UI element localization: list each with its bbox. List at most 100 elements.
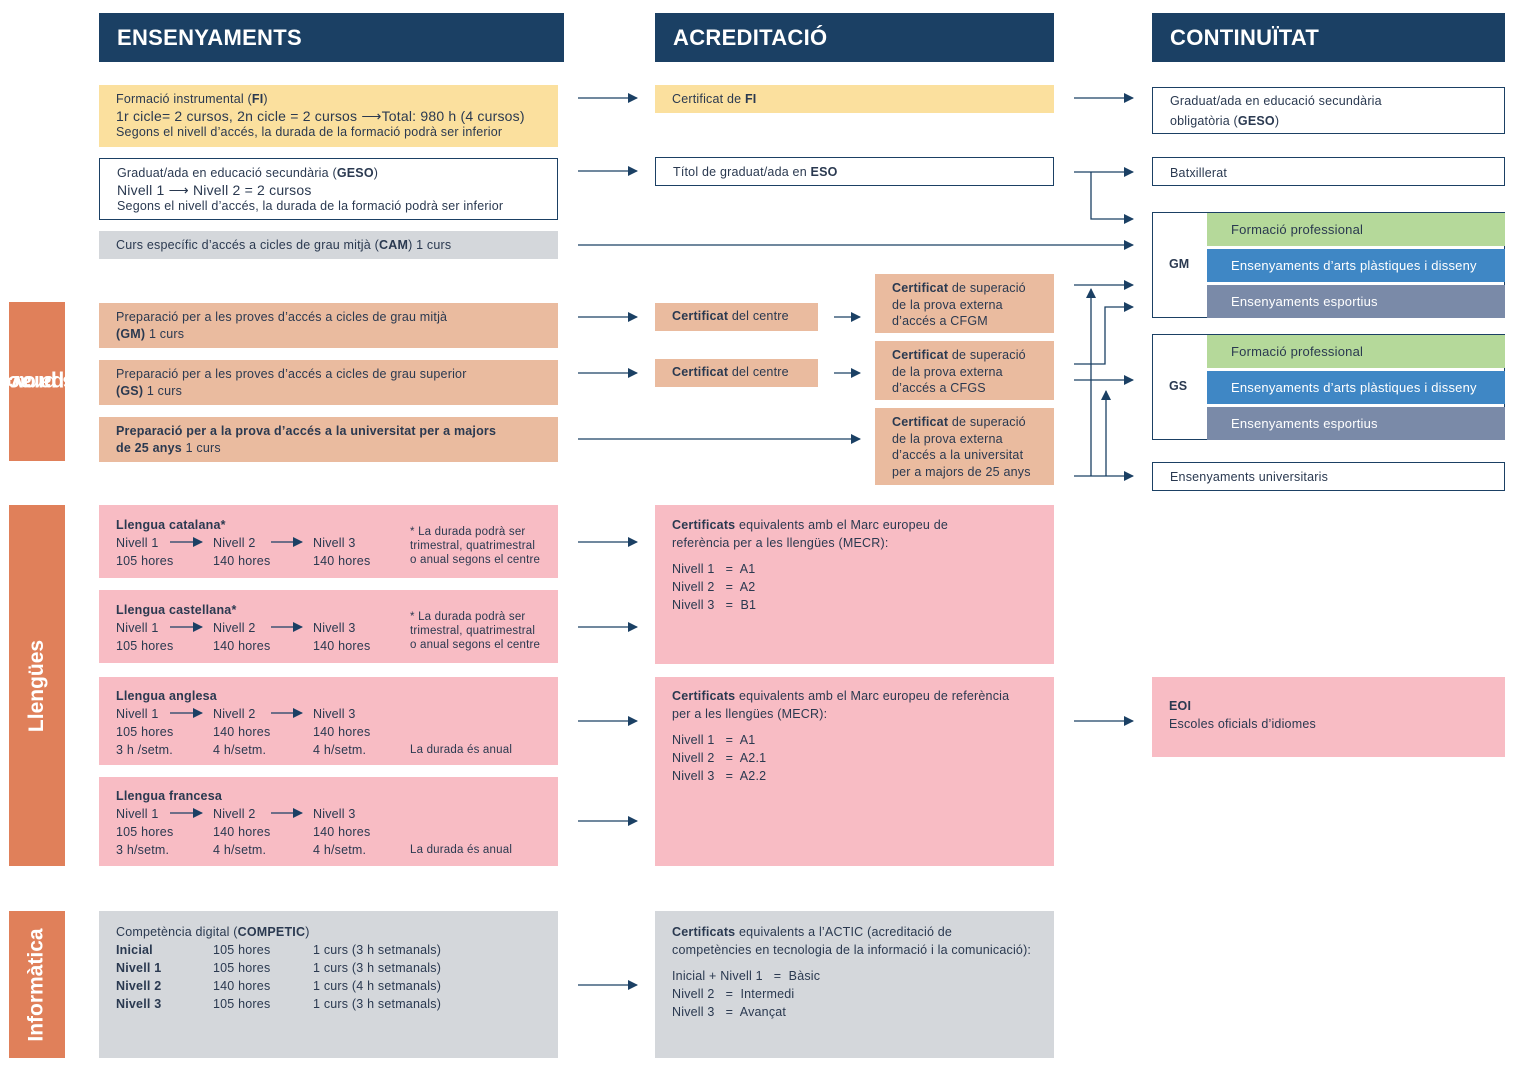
cont-batx: Batxillerat [1170,166,1228,180]
castellana-hours-2: 140 hores [213,639,271,653]
cont-geso-c: GESO [1237,114,1275,128]
acr-centre-gm-b: del centre [728,309,789,323]
cam-text-c: ) 1 curs [408,238,452,252]
competic-row2-duration: 1 curs (3 h setmanals) [313,961,442,975]
francesa-weekly-3: 4 h/setm. [313,843,367,857]
acr-cfgs-3: d’accés a CFGS [892,381,986,395]
cam-text-a: Curs específic d’accés a cicles de grau … [116,238,379,252]
anglesa-note: La durada és anual [410,744,513,756]
francesa-hours-3: 140 hores [313,825,371,839]
cont-geso-a: Graduat/ada en educació secundària [1170,94,1382,108]
francesa-level-2: Nivell 2 [213,807,256,821]
competic-row4-level: Nivell 3 [116,997,162,1011]
acr-centre-gs-box: Certificat del centre [655,359,818,387]
acr-cfgs-0: Certificat [892,348,949,362]
acr-mecr1-b: equivalents amb el Marc europeu de [735,518,949,532]
competic-row3-level: Nivell 2 [116,979,162,993]
fi-line3: Segons el nivell d’accés, la durada de l… [116,125,503,139]
anglesa-level-1: Nivell 1 [116,707,159,721]
prep-25-line1: Preparació per a la prova d’accés a la u… [116,424,497,438]
acr-mecr2-row3: Nivell 3 = A2.2 [672,769,767,783]
acr-univ-0: Certificat [892,415,949,429]
acr-centre-gs-a: Certificat [672,365,729,379]
acr-mecr2-b: equivalents amb el Marc europeu de refer… [735,689,1010,703]
cont-univ-box: Ensenyaments universitaris [1152,462,1505,491]
acr-cfgm-0: Certificat [892,281,949,295]
francesa-hours-1: 105 hores [116,825,174,839]
castellana-note-3: o anual segons el centre [410,639,541,651]
prep-gm-line2-a: (GM) [116,326,146,341]
competic-row4-hours: 105 hores [213,997,271,1011]
fi-title-a: Formació instrumental ( [116,92,252,106]
cont-gm-arts: Ensenyaments d’arts plàstiques i disseny [1207,249,1505,282]
acr-mecr1-row1: Nivell 1 = A1 [672,562,756,576]
acr-cfgs-1: de superació [948,348,1026,362]
castellana-title: Llengua castellana* [116,603,237,617]
anglesa-weekly-1: 3 h /setm. [116,743,173,757]
side-label-preparacio: Preparació pera les proves [0,302,110,461]
fi-line2-b: Total: 980 h (4 cursos) [381,107,525,124]
prep-gs-line1: Preparació per a les proves d’accés a ci… [116,367,467,381]
francesa-level-3: Nivell 3 [313,807,356,821]
acr-univ-3: d’accés a la universitat [892,448,1024,462]
cont-gs-box: GS Formació professional Ensenyaments d’… [1152,334,1505,440]
acr-actic-box: Certificats equivalents a l’ACTIC (acred… [655,911,1054,1058]
geso-line2-a: Nivell 1 [117,181,165,198]
competic-row4-duration: 1 curs (3 h setmanals) [313,997,442,1011]
cont-eoi-box: EOI Escoles oficials d’idiomes [1152,677,1505,757]
acr-univ-box: Certificat de superació de la prova exte… [875,408,1054,485]
competic-box: Competència digital (COMPETIC) Inicial 1… [99,911,558,1058]
catalana-hours-3: 140 hores [313,554,371,568]
francesa-level-1: Nivell 1 [116,807,159,821]
acr-cfgm-3: d’accés a CFGM [892,314,988,328]
acr-mecr2-c: per a les llengües (MECR): [672,707,828,721]
acr-mecr2-box: Certificats equivalents amb el Marc euro… [655,677,1054,866]
acr-mecr2-a: Certificats [672,689,736,703]
acr-cfgs-box: Certificat de superació de la prova exte… [875,341,1054,400]
castellana-hours-3: 140 hores [313,639,371,653]
acr-mecr1-c: referència per a les llengües (MECR): [672,536,889,550]
catalana-level-3: Nivell 3 [313,536,356,550]
geso-line3: Segons el nivell d’accés, la durada de l… [117,199,504,213]
side-label-llengues: Llengües [9,505,65,866]
prep-gm-box: Preparació per a les proves d’accés a ci… [99,303,558,348]
header-acreditacio: ACREDITACIÓ [655,13,1054,62]
castellana-note-1: * La durada podrà ser [410,611,526,623]
competic-row1-level: Inicial [116,943,153,957]
side-label-informatica: Informàtica [9,911,65,1058]
prep-25-box: Preparació per a la prova d’accés a la u… [99,417,558,462]
francesa-box: Llengua francesa Nivell 1 Nivell 2 Nivel… [99,777,558,866]
cont-gs-label: GS [1169,379,1188,393]
acr-actic-a: Certificats [672,925,736,939]
prep-gm-line2-b: 1 curs [145,326,185,341]
anglesa-level-3: Nivell 3 [313,707,356,721]
acr-mecr1-a: Certificats [672,518,736,532]
prep-gs-box: Preparació per a les proves d’accés a ci… [99,360,558,405]
anglesa-hours-2: 140 hores [213,725,271,739]
catalana-note-2: trimestral, quatrimestral [410,540,536,552]
acr-mecr2-row2: Nivell 2 = A2.1 [672,751,767,765]
header-continuitat: CONTINUÏTAT [1152,13,1505,62]
competic-row1-duration: 1 curs (3 h setmanals) [313,943,442,957]
acr-univ-4: per a majors de 25 anys [892,464,1031,479]
competic-row2-hours: 105 hores [213,961,271,975]
cont-eoi-b: Escoles oficials d’idiomes [1169,717,1316,731]
competic-title-a: Competència digital ( [116,925,238,939]
competic-row3-duration: 1 curs (4 h setmanals) [313,979,442,993]
catalana-level-1: Nivell 1 [116,536,159,550]
header-ensenyaments: ENSENYAMENTS [99,13,564,62]
geso-box: Graduat/ada en educació secundària (GESO… [99,158,558,220]
competic-row1-hours: 105 hores [213,943,271,957]
francesa-hours-2: 140 hores [213,825,271,839]
francesa-weekly-1: 3 h/setm. [116,843,170,857]
competic-row2-level: Nivell 1 [116,961,162,975]
anglesa-level-2: Nivell 2 [213,707,256,721]
acr-mecr1-box: Certificats equivalents amb el Marc euro… [655,505,1054,664]
acr-actic-b: equivalents a l’ACTIC (acreditació de [735,925,953,939]
anglesa-hours-3: 140 hores [313,725,371,739]
cont-gs-fp: Formació professional [1207,335,1505,368]
acr-eso-box: Títol de graduat/ada en ESO [655,157,1054,186]
acr-centre-gs-b: del centre [728,365,789,379]
catalana-note-3: o anual segons el centre [410,554,541,566]
